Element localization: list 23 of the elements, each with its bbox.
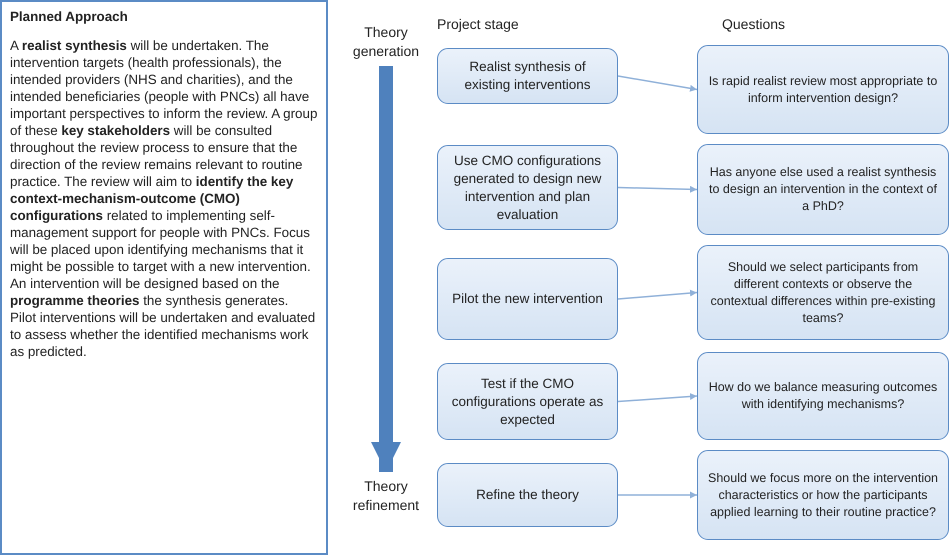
question-card: How do we balance measuring outcomes with identifying mechanisms? xyxy=(697,352,949,440)
stage-box: Pilot the new intervention xyxy=(437,258,618,340)
question-card: Is rapid realist review most appropriate to inform intervention design? xyxy=(697,45,949,134)
arrow xyxy=(618,75,698,92)
panel-heading: Planned Approach xyxy=(10,8,129,25)
arrow xyxy=(618,186,698,193)
question-card: Should we focus more on the intervention characteristics or how the participants applied learning to their routine practice? xyxy=(697,450,949,540)
column-heading: Project stage xyxy=(437,16,519,32)
stage-label: Theory refinement xyxy=(340,472,432,520)
stage-box: Realist synthesis of existing interventions xyxy=(437,48,618,104)
column-heading: Questions xyxy=(722,16,786,32)
stage-box: Test if the CMO configurations operate as expected xyxy=(437,363,618,440)
arrow xyxy=(618,492,697,498)
panel-text: A realist synthesis will be undertaken. The intervention targets (health professionals), the intended providers (NHS and charities), and the intended beneficiaries (people with PNCs) all have important perspectives to inform the review. A group of these key stakeholders will be consulted throughout the review process to ensure that the direction of the review remains relevant to routine practice. The review will aim to identify the key context-mechanism-outcome (CMO) configurations related to implementing self-management support for people with PNCs. Focus will be placed upon identifying mechanisms that it might be possible to target with a new intervention. An intervention will be designed based on the programme theories the synthesis generates. Pilot interventions will be undertaken and evaluated to assess whether the identified mechanisms work as predicted. xyxy=(10,37,318,360)
arrow xyxy=(618,393,698,402)
stage-box: Use CMO configurations generated to design new intervention and plan evaluation xyxy=(437,145,618,230)
arrow xyxy=(618,290,698,300)
arrow xyxy=(371,66,401,472)
question-card: Has anyone else used a realist synthesis to design an intervention in the context of a PhD? xyxy=(697,144,949,235)
question-card: Should we select participants from different contexts or observe the contextual differences within pre-existing teams? xyxy=(697,245,949,340)
text-panel xyxy=(0,0,328,555)
stage-label: Theory generation xyxy=(340,18,432,66)
stage-box: Refine the theory xyxy=(437,463,618,527)
